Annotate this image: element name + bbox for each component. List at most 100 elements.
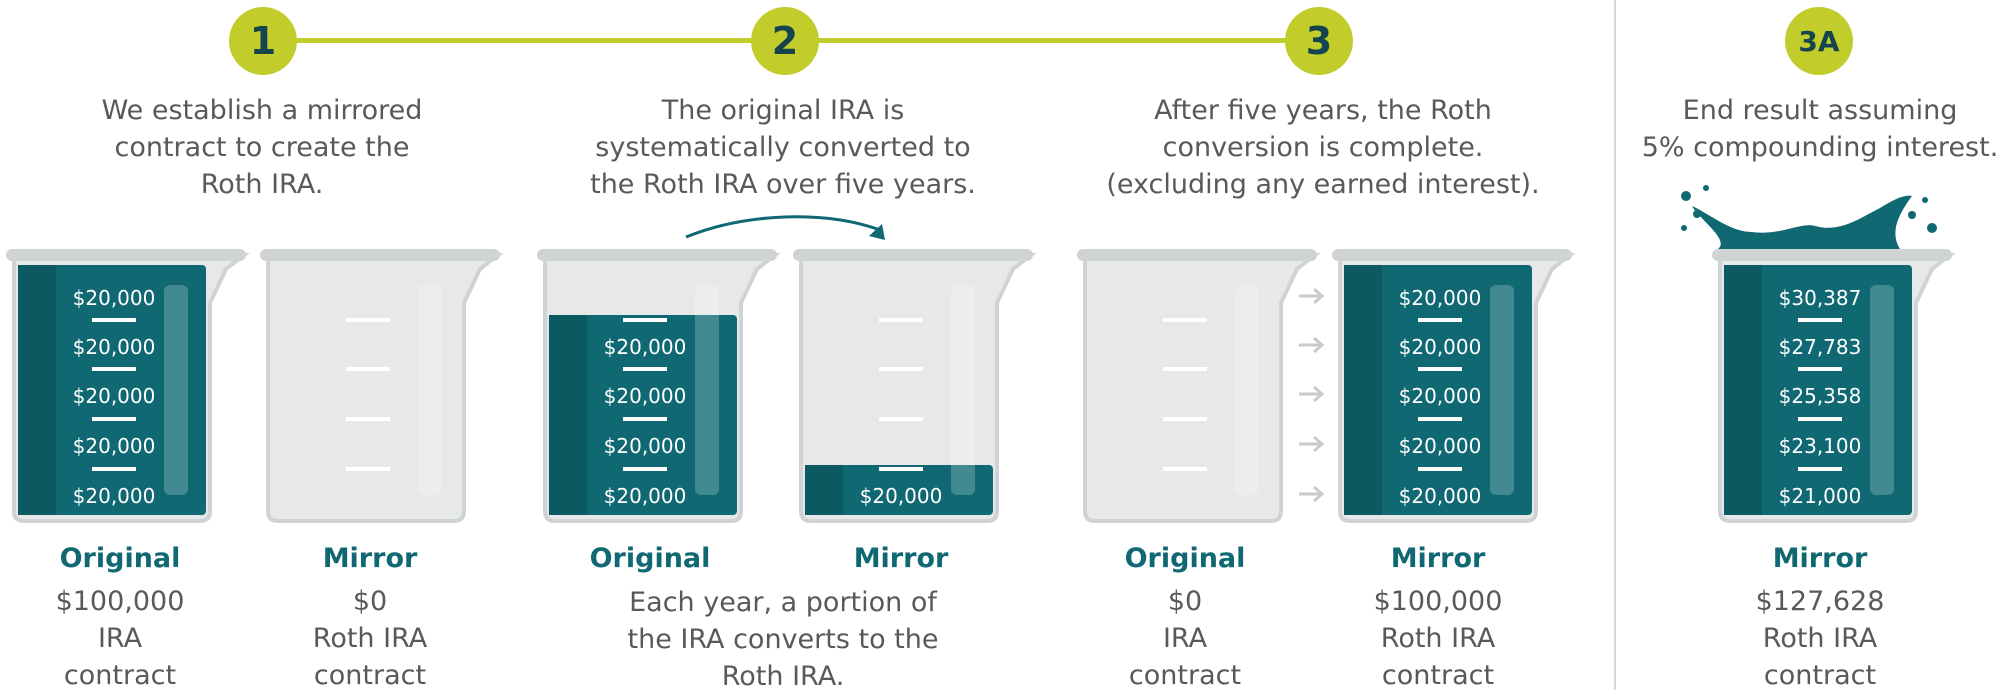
step-2-note-line: Each year, a portion of (629, 587, 937, 618)
beaker-7-caption-line: $127,628 (1755, 586, 1885, 617)
splash-drop (1693, 210, 1701, 218)
beaker-value-label: $20,000 (604, 484, 687, 508)
beaker-rim (6, 249, 246, 261)
step-1-circle: 1 (229, 7, 297, 75)
beaker-value-label: $27,783 (1779, 335, 1862, 359)
beaker-liquid-shade (805, 465, 843, 515)
beaker-1: $20,000$20,000$20,000$20,000$20,000 (6, 249, 250, 523)
beaker-rim (793, 249, 1033, 261)
beaker-value-label: $20,000 (1399, 384, 1482, 408)
beaker-tick (1418, 367, 1462, 371)
beaker-6: $20,000 $20,000 $20,000 $20,000 $20,000 (1332, 249, 1576, 523)
step-3a-desc-line: End result assuming (1682, 95, 1958, 126)
beaker-4: $20,000 (793, 249, 1037, 523)
beaker-tick (879, 467, 923, 471)
beaker-tick (1163, 367, 1207, 371)
beaker-liquid (18, 265, 206, 515)
step-1-desc-line: contract to create the (114, 132, 410, 163)
beaker-tick (623, 318, 667, 322)
beaker-tick (1163, 318, 1207, 322)
beaker-3: $20,000 $20,000 $20,000 $20,000 (537, 249, 781, 523)
beaker-tick (879, 367, 923, 371)
beaker-5-caption-line: contract (1128, 660, 1242, 691)
step-connector-1-2 (296, 38, 756, 43)
step-3-desc-line: (excluding any earned interest). (1106, 169, 1540, 200)
conversion-arrowhead-icon (869, 224, 885, 240)
splash-drop (1681, 191, 1691, 201)
beaker-rim (537, 249, 777, 261)
beaker-2-caption-line: Roth IRA (312, 623, 428, 654)
beaker-rim (1077, 249, 1317, 261)
beaker-2-caption: $0 Roth IRA contract (250, 583, 490, 694)
beaker-tick (346, 318, 390, 322)
step-3a-description: End result assuming 5% compounding inter… (1600, 92, 2007, 166)
beaker-value-label: $20,000 (1399, 484, 1482, 508)
transfer-arrowhead-icon (1313, 287, 1325, 305)
beaker-highlight (1490, 285, 1514, 495)
beaker-2-title: Mirror (322, 543, 418, 574)
beaker-liquid-shade (1724, 265, 1762, 515)
beaker-6-title: Mirror (1390, 543, 1486, 574)
beaker-value-label: $20,000 (73, 484, 156, 508)
beaker-tick (92, 417, 136, 421)
beaker-rim (1712, 249, 1952, 261)
beaker-value-label: $20,000 (604, 384, 687, 408)
beaker-tick (623, 367, 667, 371)
step-connector-2-3 (818, 38, 1288, 43)
beaker-6-caption-line: $100,000 (1373, 586, 1503, 617)
beaker-value-label: $20,000 (604, 335, 687, 359)
beaker-2 (260, 249, 504, 523)
beaker-tick (1418, 417, 1462, 421)
beaker-liquid (549, 315, 737, 515)
step-3a-desc-line: 5% compounding interest. (1641, 132, 1999, 163)
beaker-7-title: Mirror (1772, 543, 1868, 574)
beaker-3-title: Original (589, 543, 711, 574)
beaker-highlight (695, 285, 719, 495)
beaker-rim (260, 249, 500, 261)
beaker-4-title: Mirror (853, 543, 949, 574)
beaker-value-label: $21,000 (1779, 484, 1862, 508)
beaker-value-label: $20,000 (73, 335, 156, 359)
beaker-tick (1798, 467, 1842, 471)
beaker-value-label: $23,100 (1779, 434, 1862, 458)
step-1-description: We establish a mirrored contract to crea… (42, 92, 482, 203)
beaker-tick (1163, 467, 1207, 471)
beaker-value-label: $20,000 (73, 434, 156, 458)
beaker-value-label: $20,000 (1399, 335, 1482, 359)
beaker-tick (1163, 417, 1207, 421)
beaker-5-caption: $0 IRA contract (1065, 583, 1305, 694)
beaker-highlight (951, 285, 975, 495)
beaker-5 (1077, 249, 1321, 523)
beaker-liquid-shade (549, 315, 587, 515)
beaker-highlight (1235, 285, 1259, 495)
step-3-description: After five years, the Roth conversion is… (1103, 92, 1543, 203)
beaker-value-label: $20,000 (604, 434, 687, 458)
beaker-1-caption: $100,000 IRA contract (0, 583, 240, 694)
beaker-tick (346, 367, 390, 371)
beaker-liquid-shade (1344, 265, 1382, 515)
transfer-arrowhead-icon (1313, 485, 1325, 503)
step-3-desc-line: After five years, the Roth (1154, 95, 1492, 126)
beaker-liquid (805, 465, 993, 515)
splash-shape (1692, 195, 1912, 249)
beaker-tick (879, 417, 923, 421)
beaker-tick (346, 467, 390, 471)
beaker-6-caption-line: Roth IRA (1380, 623, 1496, 654)
beaker-tick (879, 318, 923, 322)
step-2-description: The original IRA is systematically conve… (563, 92, 1003, 203)
splash-drop (1922, 197, 1928, 203)
transfer-arrowhead-icon (1313, 435, 1325, 453)
beaker-7: $30,387$27,783$25,358$23,100$21,000 (1712, 249, 1956, 523)
transfer-arrowhead-icon (1313, 336, 1325, 354)
beaker-value-label: $20,000 (1399, 286, 1482, 310)
beaker-tick (623, 467, 667, 471)
beaker-tick (1798, 318, 1842, 322)
beaker-1-caption-line: contract (63, 660, 177, 691)
beaker-7-caption-line: Roth IRA (1762, 623, 1878, 654)
step-2-note-line: Roth IRA. (721, 661, 845, 692)
step-3-circle: 3 (1285, 7, 1353, 75)
beaker-value-label: $20,000 (1399, 434, 1482, 458)
beaker-value-label: $20,000 (860, 484, 943, 508)
beaker-5-caption-line: $0 (1167, 586, 1203, 617)
beaker-liquid (1724, 265, 1912, 515)
